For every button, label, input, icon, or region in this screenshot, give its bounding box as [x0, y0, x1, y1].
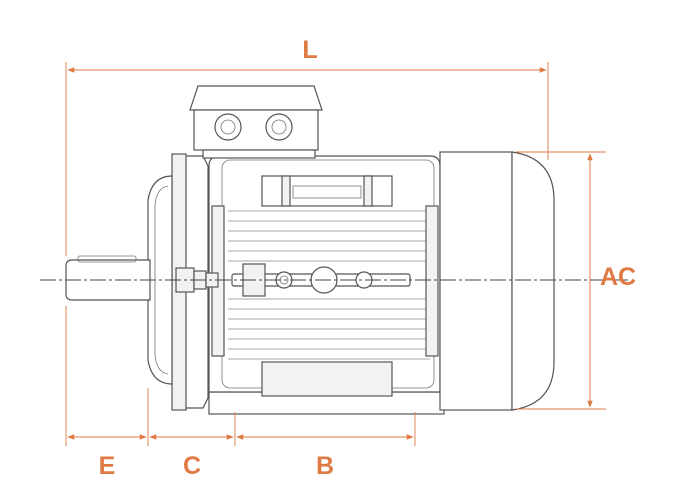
dimension-label-ac: AC — [600, 263, 636, 291]
nameplate — [261, 361, 393, 397]
dimension-label-l: L — [302, 36, 317, 64]
electric-motor-icon — [40, 85, 628, 415]
dimension-label-e: E — [99, 452, 116, 480]
dimension-label-c: C — [183, 452, 201, 480]
terminal-bracket — [261, 175, 393, 207]
dimension-lines — [65, 62, 606, 446]
cable-gland-left — [214, 113, 242, 141]
fan-cover — [439, 151, 555, 411]
output-shaft — [65, 255, 151, 301]
terminal-box — [189, 85, 323, 159]
cooling-fins — [228, 210, 430, 360]
cable-gland-right — [265, 113, 293, 141]
dimension-label-b: B — [316, 452, 334, 480]
